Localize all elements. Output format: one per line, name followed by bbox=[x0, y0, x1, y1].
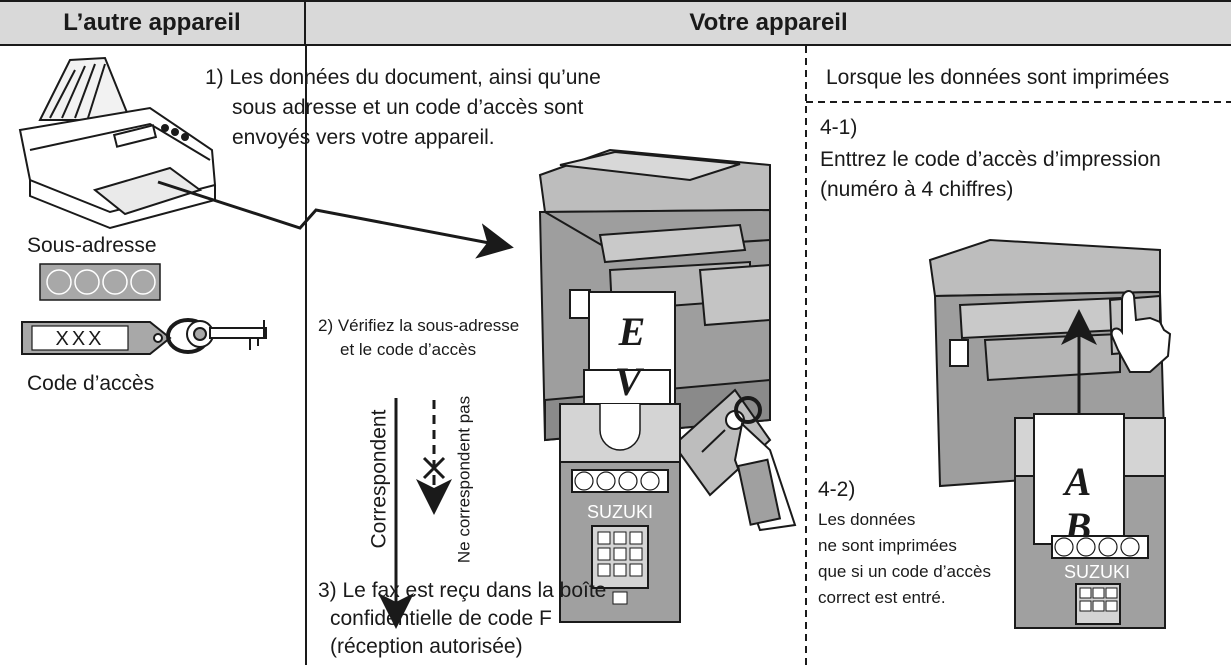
hand-icon bbox=[1110, 290, 1172, 373]
doc-letter-2: V bbox=[615, 359, 645, 404]
header-right-title: Votre appareil bbox=[689, 9, 848, 36]
transmission-arrow bbox=[157, 180, 514, 259]
header-left: L’autre appareil bbox=[0, 0, 306, 46]
access-code-label: Code d’accès bbox=[27, 372, 155, 395]
sub-address-label: Sous-adresse bbox=[27, 234, 157, 257]
print-section-title: Lorsque les données sont imprimées bbox=[826, 66, 1170, 89]
header-left-title: L’autre appareil bbox=[63, 9, 241, 36]
step1-line3: envoyés vers votre appareil. bbox=[232, 126, 495, 149]
step42-line4: correct est entré. bbox=[818, 588, 946, 607]
step2-line2: et le code d’accès bbox=[340, 340, 477, 359]
step3-line1: 3) Le fax est reçu dans la boîte bbox=[318, 579, 607, 602]
match-label: Correspondent bbox=[367, 409, 391, 549]
hanging-tag-icon bbox=[733, 396, 797, 532]
sub-address-box-icon bbox=[39, 263, 161, 301]
step42-number: 4-2) bbox=[818, 478, 856, 501]
step1-line2: sous adresse et un code d’accès sont bbox=[232, 96, 584, 119]
access-code-key-icon: XXX bbox=[21, 318, 267, 355]
step2-line1: 2) Vérifiez la sous-adresse bbox=[318, 316, 520, 335]
doc-letter-3: A bbox=[1062, 459, 1092, 504]
tag-marks: XXX bbox=[55, 328, 104, 350]
step42-line3: que si un code d’accès bbox=[818, 562, 991, 581]
key-card-icon bbox=[672, 388, 772, 497]
step42-line1: Les données bbox=[818, 510, 916, 529]
step41-line1: Enttrez le code d’accès d’impression bbox=[820, 148, 1161, 171]
header-right: Votre appareil bbox=[306, 0, 1231, 46]
step41-number: 4-1) bbox=[820, 116, 858, 139]
nomatch-label: Ne correspondent pas bbox=[454, 395, 474, 564]
mailbox-icon: SUZUKI bbox=[559, 403, 681, 623]
reject-cross-icon bbox=[422, 456, 446, 480]
step3-line3: (réception autorisée) bbox=[330, 635, 523, 658]
doc-letter-1: E bbox=[618, 309, 646, 354]
step1-line1: 1) Les données du document, ainsi qu’une bbox=[205, 66, 601, 89]
step3-line2: confidentielle de code F bbox=[330, 607, 552, 630]
step42-line2: ne sont imprimées bbox=[818, 536, 957, 555]
print-mailbox-icon: A B SUZUKI bbox=[1014, 413, 1166, 629]
fax-machine-icon bbox=[18, 56, 217, 230]
box-name-1: SUZUKI bbox=[587, 502, 653, 522]
box-name-2: SUZUKI bbox=[1064, 562, 1130, 582]
step41-line2: (numéro à 4 chiffres) bbox=[820, 178, 1014, 201]
